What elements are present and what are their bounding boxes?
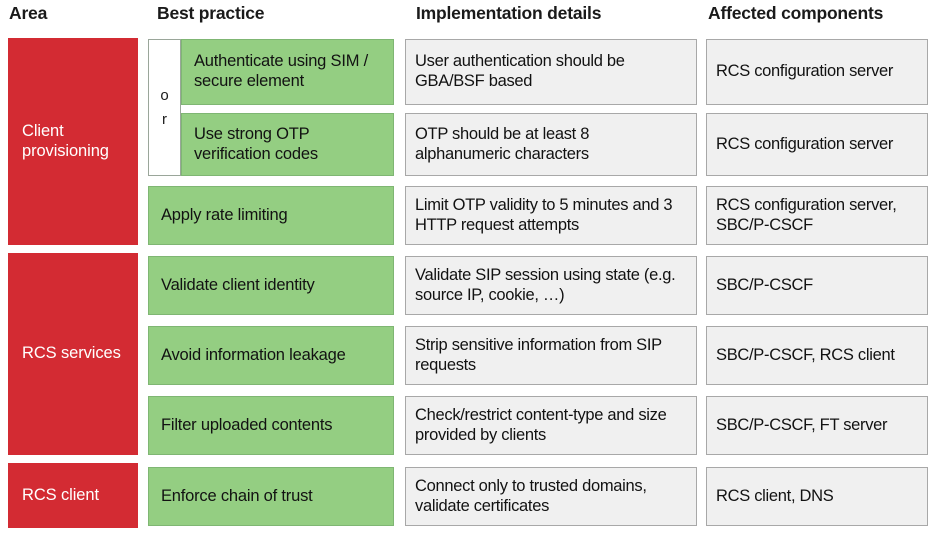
area-cell-rcs-client: RCS client xyxy=(8,463,138,528)
implementation-details-label: Limit OTP validity to 5 minutes and 3 HT… xyxy=(415,195,673,234)
affected-components-label: RCS configuration server xyxy=(716,62,894,81)
area-cell-rcs-services: RCS services xyxy=(8,253,138,455)
table-header-row: Area Best practice Implementation detail… xyxy=(0,0,940,32)
or-connector-line-2: r xyxy=(162,110,167,128)
best-practice-label: Apply rate limiting xyxy=(161,205,288,224)
implementation-details-label: OTP should be at least 8 alphanumeric ch… xyxy=(415,124,590,163)
implementation-details-cell-6: Check/restrict content-type and size pro… xyxy=(405,396,697,455)
implementation-details-label: Connect only to trusted domains, validat… xyxy=(415,476,647,515)
affected-components-label: RCS configuration server xyxy=(716,134,894,153)
column-header-implementation-details: Implementation details xyxy=(416,3,602,23)
best-practice-cell-5: Avoid information leakage xyxy=(148,326,394,385)
implementation-details-cell-1: User authentication should be GBA/BSF ba… xyxy=(405,39,697,105)
column-header-best-practice: Best practice xyxy=(157,3,265,23)
affected-components-label: RCS client, DNS xyxy=(716,486,834,505)
best-practice-cell-1: Authenticate using SIM / secure element xyxy=(181,39,394,105)
or-connector-box: o r xyxy=(148,39,181,176)
best-practice-label: Authenticate using SIM / secure element xyxy=(194,52,369,90)
implementation-details-cell-3: Limit OTP validity to 5 minutes and 3 HT… xyxy=(405,186,697,245)
affected-components-cell-4: SBC/P-CSCF xyxy=(706,256,928,315)
affected-components-label: SBC/P-CSCF, RCS client xyxy=(716,345,895,364)
best-practice-label: Filter uploaded contents xyxy=(161,415,333,434)
affected-components-label: SBC/P-CSCF xyxy=(716,275,813,294)
area-label: RCS client xyxy=(22,485,99,504)
area-label: RCS services xyxy=(22,344,121,363)
area-label: Client provisioning xyxy=(22,121,109,160)
best-practice-label: Use strong OTP verification codes xyxy=(194,124,318,163)
affected-components-cell-5: SBC/P-CSCF, RCS client xyxy=(706,326,928,385)
best-practice-label: Avoid information leakage xyxy=(161,345,346,364)
implementation-details-cell-5: Strip sensitive information from SIP req… xyxy=(405,326,697,385)
implementation-details-cell-4: Validate SIP session using state (e.g. s… xyxy=(405,256,697,315)
area-cell-client-provisioning: Client provisioning xyxy=(8,38,138,245)
implementation-details-label: Check/restrict content-type and size pro… xyxy=(415,405,667,444)
best-practice-cell-4: Validate client identity xyxy=(148,256,394,315)
best-practice-label: Validate client identity xyxy=(161,275,315,294)
best-practice-cell-6: Filter uploaded contents xyxy=(148,396,394,455)
column-header-affected-components: Affected components xyxy=(708,3,884,23)
affected-components-cell-6: SBC/P-CSCF, FT server xyxy=(706,396,928,455)
or-connector-line-1: o xyxy=(160,87,169,105)
implementation-details-label: Strip sensitive information from SIP req… xyxy=(415,335,662,374)
column-header-area: Area xyxy=(9,3,48,23)
affected-components-cell-1: RCS configuration server xyxy=(706,39,928,105)
affected-components-label: RCS configuration server, SBC/P-CSCF xyxy=(716,195,897,234)
best-practice-cell-2: Use strong OTP verification codes xyxy=(181,113,394,176)
best-practice-label: Enforce chain of trust xyxy=(161,486,313,505)
affected-components-cell-7: RCS client, DNS xyxy=(706,467,928,526)
affected-components-label: SBC/P-CSCF, FT server xyxy=(716,415,888,434)
affected-components-cell-3: RCS configuration server, SBC/P-CSCF xyxy=(706,186,928,245)
implementation-details-cell-2: OTP should be at least 8 alphanumeric ch… xyxy=(405,113,697,176)
implementation-details-label: User authentication should be GBA/BSF ba… xyxy=(415,52,625,90)
affected-components-cell-2: RCS configuration server xyxy=(706,113,928,176)
implementation-details-cell-7: Connect only to trusted domains, validat… xyxy=(405,467,697,526)
best-practice-cell-3: Apply rate limiting xyxy=(148,186,394,245)
best-practice-cell-7: Enforce chain of trust xyxy=(148,467,394,526)
implementation-details-label: Validate SIP session using state (e.g. s… xyxy=(415,265,676,304)
